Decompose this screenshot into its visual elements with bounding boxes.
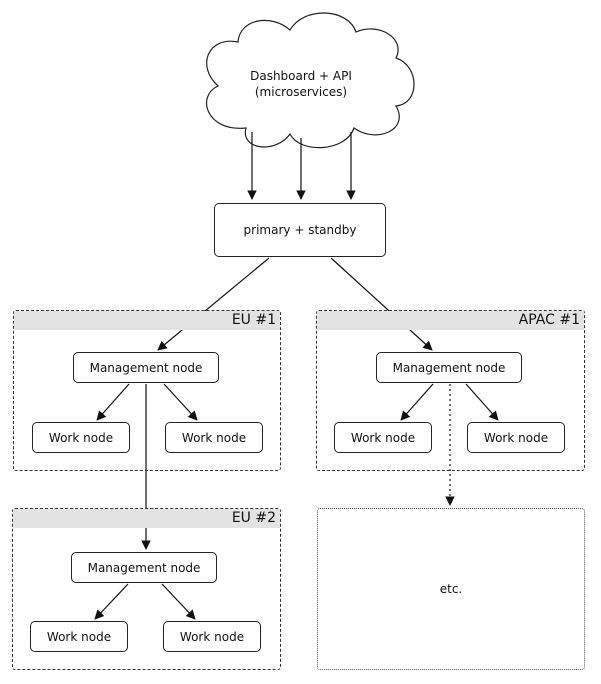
- region-apac1-header: [317, 311, 584, 330]
- apac1-work-node-left-label: Work node: [350, 430, 416, 445]
- arrow-apac1-mgmt-to-work-right: [465, 383, 499, 421]
- apac1-work-node-right: Work node: [467, 422, 565, 453]
- region-apac1-title: APAC #1: [518, 312, 580, 328]
- eu1-management-node-label: Management node: [89, 360, 203, 375]
- arrow-apac1-mgmt-to-work-left: [400, 383, 434, 421]
- etc-label: etc.: [439, 582, 463, 596]
- eu2-management-node-label: Management node: [87, 560, 201, 575]
- region-eu1: EU #1: [13, 310, 281, 471]
- eu2-management-node: Management node: [71, 552, 217, 583]
- apac1-work-node-left: Work node: [334, 422, 432, 453]
- arrow-core-to-apac1: [330, 257, 433, 351]
- arrow-eu1-mgmt-to-work-right: [163, 383, 198, 421]
- cloud-label-line1: Dashboard + API: [250, 69, 352, 83]
- arrow-eu1-mgmt-to-work-left: [96, 383, 130, 421]
- eu1-management-node: Management node: [73, 352, 219, 383]
- eu2-work-node-right: Work node: [163, 621, 261, 652]
- region-eu2: EU #2: [12, 508, 281, 670]
- arrow-eu2-mgmt-to-work-right: [161, 583, 196, 620]
- arrow-eu2-mgmt-to-work-left: [94, 583, 129, 620]
- eu1-work-node-left: Work node: [32, 422, 130, 453]
- apac1-work-node-right-label: Work node: [483, 430, 549, 445]
- cloud-label: Dashboard + API (microservices): [226, 64, 376, 104]
- arrow-core-to-eu1: [157, 257, 270, 351]
- apac1-management-node-label: Management node: [392, 360, 506, 375]
- eu2-work-node-left: Work node: [30, 621, 128, 652]
- eu2-work-node-right-label: Work node: [179, 629, 245, 644]
- cloud-label-line2: (microservices): [254, 85, 348, 99]
- region-eu2-header: [13, 509, 280, 528]
- eu1-work-node-right: Work node: [165, 422, 263, 453]
- cloud-shape: [206, 12, 415, 149]
- core-node-label: primary + standby: [243, 223, 357, 237]
- etc-region-placeholder: etc.: [317, 508, 585, 670]
- apac1-management-node: Management node: [376, 352, 522, 383]
- eu2-work-node-left-label: Work node: [46, 629, 112, 644]
- region-eu1-title: EU #1: [231, 312, 276, 328]
- core-node: primary + standby: [214, 203, 386, 257]
- region-eu1-header: [14, 311, 280, 330]
- eu1-work-node-right-label: Work node: [181, 430, 247, 445]
- region-apac1: APAC #1: [316, 310, 585, 471]
- eu1-work-node-left-label: Work node: [48, 430, 114, 445]
- region-eu2-title: EU #2: [231, 510, 276, 526]
